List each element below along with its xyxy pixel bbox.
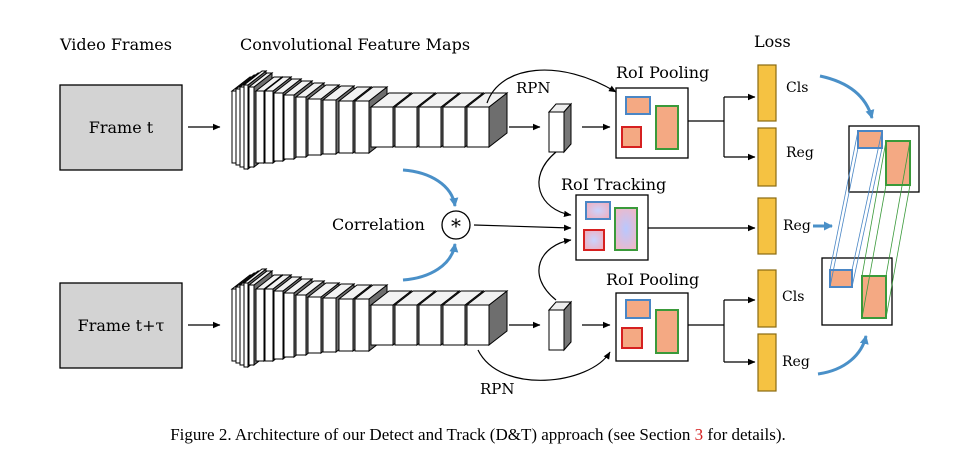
feature-map-slab-front: [273, 290, 284, 360]
loss-reg-bottom-label: Reg: [782, 354, 810, 370]
feature-map-slab-front: [235, 286, 241, 364]
roi-green-box: [614, 207, 638, 251]
roi-tracking-label: RoI Tracking: [561, 175, 666, 194]
loss-connectors: [648, 93, 756, 366]
loss-reg-top-label: Reg: [786, 145, 814, 161]
curve-rpn-bottom-to-tracking: [538, 237, 572, 301]
feature-map-slab-front: [307, 296, 322, 354]
feature-maps-top: [230, 69, 509, 171]
output-frame-t: [848, 125, 920, 193]
feature-map-slab-front: [231, 288, 237, 362]
roi-blue-box: [625, 299, 651, 319]
output-blue-box: [857, 130, 883, 149]
feature-map-slab-front: [370, 106, 394, 148]
feature-maps-bottom: [230, 267, 509, 369]
roi-blue-box: [625, 96, 651, 115]
loss-cls-bottom-label: Cls: [782, 289, 804, 305]
track-correspondence-lines: [829, 130, 911, 319]
roi-green-box: [655, 309, 679, 354]
roi-blue-box: [585, 201, 611, 220]
feature-map-slab-front: [239, 86, 245, 168]
feature-map-slab-front: [322, 99, 337, 155]
roi-red-box: [621, 327, 643, 349]
feature-map-slab-front: [442, 106, 466, 148]
caption-prefix: Figure 2. Architecture of our Detect and…: [170, 425, 694, 444]
loss-bar-reg-top: [757, 127, 777, 187]
feature-map-slab-front: [273, 92, 284, 162]
arrow-correlation-to-tracking: [473, 224, 572, 231]
feature-map-slab-front: [248, 284, 255, 366]
roi-red-box: [621, 126, 642, 148]
feature-map-slab-front: [283, 292, 295, 358]
loss-reg-track-label: Reg: [783, 218, 811, 234]
rpn-label-bottom: RPN: [480, 380, 515, 398]
rpn-label-top: RPN: [516, 79, 551, 97]
figure-caption: Figure 2. Architecture of our Detect and…: [170, 425, 786, 444]
correlation-label: Correlation: [332, 215, 425, 234]
video-frames-label: Video Frames: [59, 35, 172, 54]
curve-rpn-top-to-tracking: [538, 151, 572, 218]
loss-bar-reg-track: [757, 197, 777, 255]
feature-map-slab-front: [354, 100, 370, 154]
feature-map-slab-front: [418, 304, 442, 346]
roi-green-box: [655, 105, 679, 150]
feature-map-slab-front: [466, 106, 490, 148]
correlation-operator: [441, 210, 471, 240]
feature-map-slab-front: [307, 98, 322, 156]
rpn-curve-top: [486, 69, 617, 104]
feature-map-slab-front: [243, 84, 249, 170]
feature-map-slab-front: [322, 297, 337, 353]
feature-map-slab-front: [264, 90, 274, 164]
output-frame-t-tau: [821, 257, 893, 326]
feature-map-slab-front: [283, 94, 295, 160]
feature-map-slab-front: [255, 288, 265, 362]
feature-map-slab-front: [248, 86, 255, 168]
rpn-slab-top: [547, 102, 573, 154]
roi-pooling-top-label: RoI Pooling: [616, 63, 709, 82]
feature-map-slab-front: [295, 294, 307, 356]
loss-cls-top-label: Cls: [786, 80, 808, 96]
conv-feature-maps-label: Convolutional Feature Maps: [240, 35, 470, 54]
feature-map-slab-front: [231, 90, 237, 164]
feature-map-slab-front: [338, 298, 354, 352]
output-blue-box: [829, 269, 853, 288]
feature-map-slab-front: [243, 282, 249, 368]
feature-map-slab-front: [394, 304, 418, 346]
feature-map-slab-front: [255, 90, 265, 164]
feature-map-slab-front: [354, 298, 370, 352]
feature-map-slab-front: [418, 106, 442, 148]
frame-t-tau-label: Frame t+τ: [78, 316, 165, 335]
feature-map-slab-front: [235, 88, 241, 166]
feature-map-slab-front: [370, 304, 394, 346]
rpn-curve-bottom: [477, 349, 611, 381]
feature-map-slab-front: [338, 100, 354, 154]
frame-t-tau-box: [59, 282, 183, 369]
blue-arrow-reg-bottom-to-output: [817, 335, 869, 376]
feature-map-slab-front: [466, 304, 490, 346]
frame-t-box: [59, 84, 183, 171]
caption-suffix: for details).: [703, 425, 786, 444]
correlation-symbol: *: [451, 214, 461, 238]
feature-map-slab-front: [295, 96, 307, 158]
feature-map-slab-front: [239, 284, 245, 366]
loss-bar-cls-top: [757, 64, 777, 122]
loss-bar-cls-bottom: [757, 269, 777, 328]
loss-label: Loss: [754, 32, 791, 51]
rpn-slab-bottom: [547, 300, 573, 352]
loss-bar-reg-bottom: [757, 333, 777, 392]
feature-map-slab-front: [442, 304, 466, 346]
roi-pooling-bottom-label: RoI Pooling: [606, 270, 699, 289]
frame-t-label: Frame t: [89, 118, 154, 137]
blue-arrow-cls-to-output: [819, 74, 875, 119]
roi-red-box: [583, 229, 605, 251]
feature-map-slab-front: [394, 106, 418, 148]
blue-arrow-bottom-to-correlation: [402, 243, 459, 282]
feature-map-slab-front: [264, 288, 274, 362]
caption-section-link[interactable]: 3: [695, 425, 704, 444]
blue-arrow-top-to-correlation: [402, 168, 459, 207]
